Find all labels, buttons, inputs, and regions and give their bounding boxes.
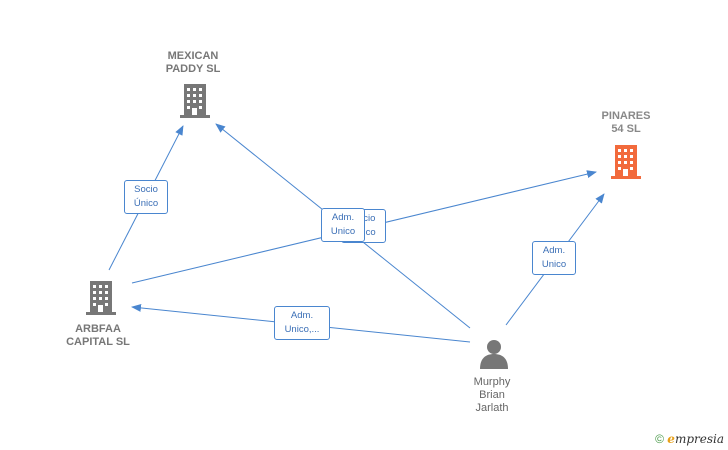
node-label-murphy-brian-jarlath[interactable]: Murphy Brian Jarlath [473,376,511,414]
building-icon[interactable] [86,281,116,315]
copyright-icon: © [655,432,664,446]
empresia-watermark: © empresia [655,432,724,446]
node-label-mexican-paddy[interactable]: MEXICAN PADDY SL [165,50,221,75]
node-label-pinares-54[interactable]: PINARES 54 SL [601,110,651,135]
node-label-arbfaa-capital[interactable]: ARBFAA CAPITAL SL [66,323,130,348]
edge-label-adm-unico-arbfaa: Adm. Unico,... [274,306,330,340]
edge-label-adm-unico-mexican: Adm. Unico [321,208,365,242]
building-icon-focus[interactable] [611,145,641,179]
edge-label-adm-unico-pinares: Adm. Unico [532,241,576,275]
building-icon[interactable] [180,84,210,118]
edge-label-socio-unico-mexican: Socio Único [124,180,168,214]
person-icon[interactable] [480,340,508,369]
brand-logo: empresia [667,432,724,446]
